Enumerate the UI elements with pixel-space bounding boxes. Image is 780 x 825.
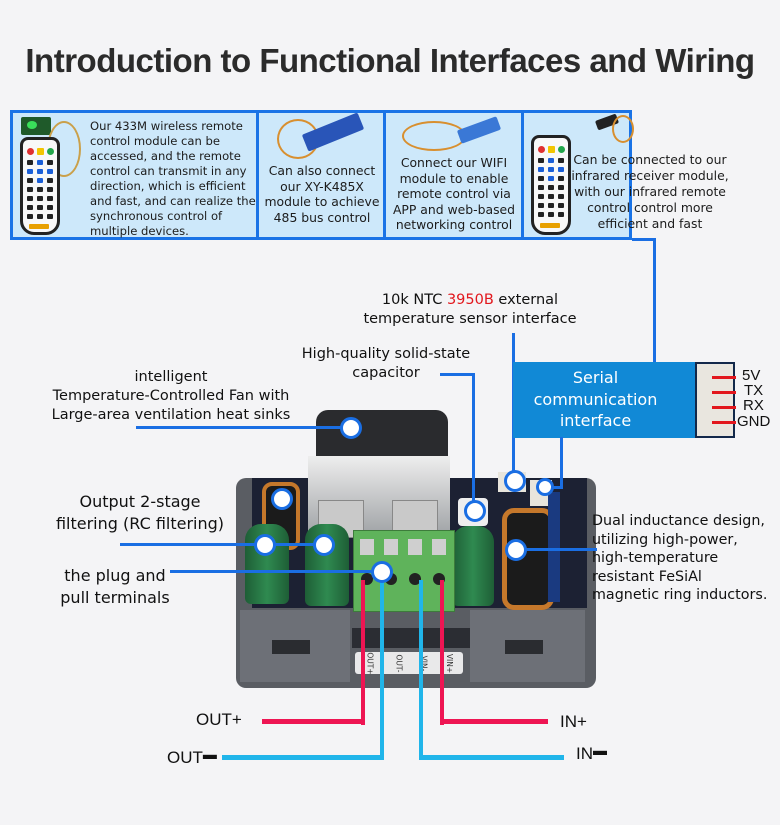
callout-dot bbox=[271, 488, 293, 510]
callout-line bbox=[653, 240, 656, 362]
serial-interface-box: Serial communication interface bbox=[513, 362, 698, 438]
pin-label-tx: TX bbox=[744, 382, 764, 399]
callout-line bbox=[120, 543, 320, 546]
callout-line bbox=[560, 437, 563, 489]
feature-cell-infrared bbox=[521, 113, 634, 237]
callout-line bbox=[136, 426, 344, 429]
callout-line bbox=[472, 373, 475, 501]
feature-cell-485: Can also connect our XY-K485X module to … bbox=[256, 112, 383, 237]
callout-line bbox=[515, 548, 597, 551]
out-minus-wire bbox=[222, 755, 384, 760]
out-minus-wire bbox=[380, 580, 384, 760]
out-plus-label: OUT+ bbox=[196, 710, 242, 729]
in-plus-wire bbox=[440, 580, 444, 725]
feature-text: Connect our WIFI module to enable remote… bbox=[392, 155, 516, 232]
feature-cell-433m: Our 433M wireless remote control module … bbox=[13, 113, 256, 238]
feature-cell-wifi: Connect our WIFI module to enable remote… bbox=[383, 113, 521, 237]
in-minus-label: IN▬ bbox=[576, 742, 607, 763]
callout-dot bbox=[505, 539, 527, 561]
callout-fan: intelligent Temperature-Controlled Fan w… bbox=[51, 369, 291, 423]
callout-dot bbox=[371, 561, 393, 583]
callout-line bbox=[440, 373, 475, 376]
in-plus-label: IN+ bbox=[560, 712, 587, 731]
pin-line bbox=[712, 406, 736, 409]
terminal-label: OUT- bbox=[394, 654, 404, 672]
callout-dot bbox=[536, 478, 554, 496]
feature-text: Our 433M wireless remote control module … bbox=[90, 119, 256, 238]
pin-line bbox=[712, 376, 736, 379]
in-plus-wire bbox=[440, 719, 548, 724]
pin-label-5v: 5V bbox=[742, 367, 761, 384]
out-plus-wire bbox=[262, 719, 365, 724]
callout-capacitor: High-quality solid-state capacitor bbox=[301, 346, 471, 381]
callout-line bbox=[632, 238, 656, 241]
callout-dot bbox=[254, 534, 276, 556]
callout-inductor: Dual inductance design, utilizing high-p… bbox=[592, 513, 768, 603]
out-plus-wire bbox=[361, 580, 365, 725]
callout-line bbox=[170, 570, 374, 573]
fan bbox=[316, 410, 448, 458]
capacitor bbox=[452, 526, 494, 606]
page-title: Introduction to Functional Interfaces an… bbox=[25, 42, 755, 79]
pin-label-gnd: GND bbox=[737, 413, 771, 430]
callout-dot bbox=[340, 417, 362, 439]
feature-text-infrared: Can be connected to our infrared receive… bbox=[571, 152, 729, 231]
callout-dot bbox=[504, 470, 526, 492]
terminal-label: VIN+ bbox=[444, 653, 454, 673]
callout-ntc: 10k NTC 3950B external temperature senso… bbox=[363, 292, 577, 327]
pin-line bbox=[712, 421, 736, 424]
feature-panel: Our 433M wireless remote control module … bbox=[10, 110, 634, 240]
pin-label-rx: RX bbox=[743, 397, 764, 414]
feature-text: Can also connect our XY-K485X module to … bbox=[264, 163, 380, 225]
pin-line bbox=[712, 391, 736, 394]
callout-filter: Output 2-stage filtering (RC filtering) bbox=[55, 492, 225, 533]
callout-line bbox=[548, 486, 563, 489]
serial-connector bbox=[695, 362, 735, 438]
in-minus-wire bbox=[419, 580, 423, 760]
in-minus-wire bbox=[419, 755, 564, 760]
callout-terminals: the plug and pull terminals bbox=[60, 566, 170, 607]
out-minus-label: OUT▬ bbox=[167, 746, 217, 767]
callout-dot bbox=[313, 534, 335, 556]
terminal-label: OUT+ bbox=[365, 651, 375, 675]
callout-dot bbox=[464, 500, 486, 522]
terminal-label-strip: OUT+ OUT- VIN- VIN+ bbox=[355, 652, 463, 674]
